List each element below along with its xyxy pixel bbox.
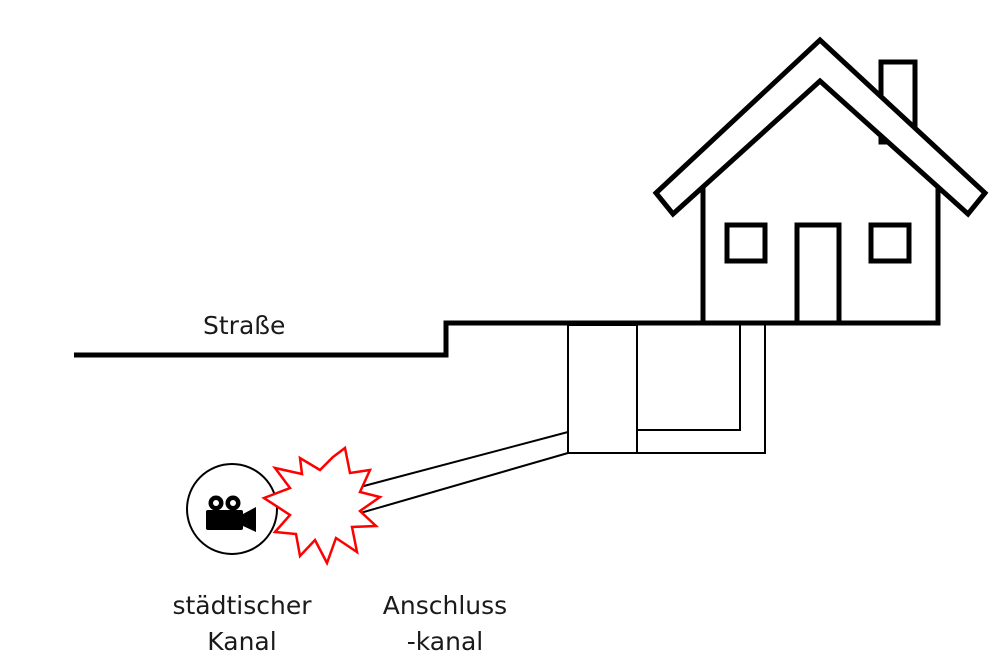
window-left [724, 222, 768, 264]
house-walls [700, 186, 941, 326]
city-sewer-label-line2: Kanal [207, 627, 277, 656]
damage-burst-icon [261, 445, 383, 567]
house [652, 36, 989, 326]
video-camera-icon [206, 495, 256, 532]
window-right [868, 222, 912, 264]
city-sewer [186, 463, 278, 555]
roof [652, 36, 989, 218]
road-ground-line [74, 320, 938, 358]
road-label: Straße [203, 311, 286, 340]
inspection-shaft [567, 324, 766, 454]
door [794, 222, 842, 323]
connection-sewer-label-line2: -kanal [406, 627, 484, 656]
city-sewer-label-line1: städtischer [172, 591, 312, 620]
connection-sewer-label-line1: Anschluss [382, 591, 508, 620]
